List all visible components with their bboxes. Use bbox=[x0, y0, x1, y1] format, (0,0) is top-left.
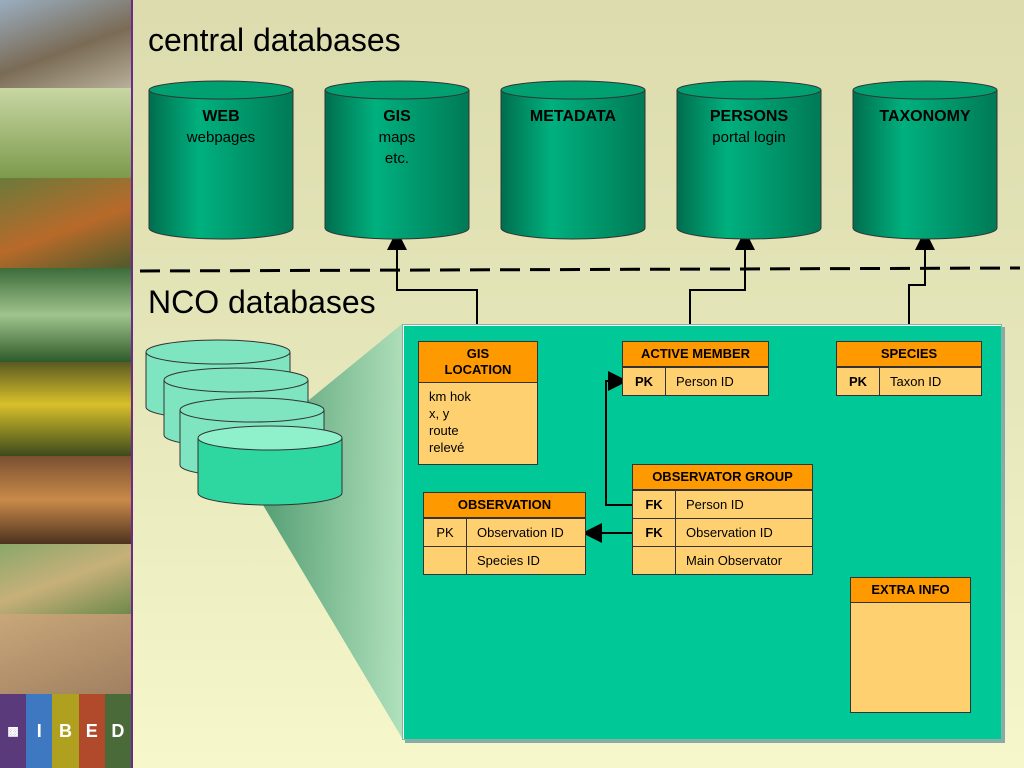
observation-table: OBSERVATION PK Observation ID Species ID bbox=[423, 492, 586, 575]
field-cell: Person ID bbox=[676, 374, 734, 389]
logo-letter-b: B bbox=[52, 694, 79, 768]
key-cell bbox=[424, 547, 467, 574]
taxonomy-db-name: TAXONOMY bbox=[879, 108, 971, 125]
logo-letter-i: I bbox=[26, 694, 53, 768]
yellow-flowers-photo bbox=[0, 362, 131, 456]
logo-letter-d: D bbox=[104, 694, 132, 768]
nco-databases-title: NCO databases bbox=[148, 284, 376, 320]
table-row: PK Person ID bbox=[623, 367, 768, 395]
ibed-logo: ▩ I B E D bbox=[0, 694, 132, 768]
gis-field-route: route bbox=[429, 423, 459, 438]
dragonfly-photo bbox=[0, 88, 131, 178]
gis-location-header: GIS LOCATION bbox=[419, 342, 537, 383]
gis-field-km-hok: km hok bbox=[429, 389, 471, 404]
key-cell: PK bbox=[623, 368, 666, 395]
key-cell: PK bbox=[837, 368, 880, 395]
extra-info-table: EXTRA INFO bbox=[850, 577, 971, 713]
gis-db-line-1: maps bbox=[378, 129, 416, 146]
taxonomy-connector bbox=[908, 230, 935, 340]
beetle-photo bbox=[0, 614, 131, 694]
mushrooms-photo bbox=[0, 456, 131, 544]
observation-header: OBSERVATION bbox=[424, 493, 585, 518]
fox-photo bbox=[0, 178, 131, 268]
photo-sidebar: ▩ I B E D bbox=[0, 0, 132, 768]
key-cell bbox=[633, 547, 676, 574]
metadata-database: METADATA bbox=[500, 80, 646, 240]
observer-group-header: OBSERVATOR GROUP bbox=[633, 465, 812, 490]
active-member-table: ACTIVE MEMBER PK Person ID bbox=[622, 341, 769, 396]
extra-info-header: EXTRA INFO bbox=[851, 578, 970, 603]
frog-photo bbox=[0, 544, 131, 614]
active-member-header: ACTIVE MEMBER bbox=[623, 342, 768, 367]
table-row: PK Observation ID bbox=[424, 518, 585, 546]
species-table: SPECIES PK Taxon ID bbox=[836, 341, 982, 396]
gis-connector bbox=[387, 230, 478, 340]
web-database: WEB webpages bbox=[148, 80, 294, 240]
field-cell: Person ID bbox=[686, 497, 744, 512]
field-cell: Taxon ID bbox=[890, 374, 942, 389]
gis-field-releve: relevé bbox=[429, 440, 465, 455]
observer-group-table: OBSERVATOR GROUP FK Person ID FK Observa… bbox=[632, 464, 813, 575]
butterfly-flower-photo bbox=[0, 268, 131, 362]
table-row: FK Observation ID bbox=[633, 518, 812, 546]
persons-database: PERSONS portal login bbox=[676, 80, 822, 240]
field-cell: Species ID bbox=[477, 553, 540, 568]
gis-location-title-1: GIS bbox=[466, 346, 490, 361]
gis-field-xy: x, y bbox=[429, 406, 450, 421]
sidebar-divider bbox=[131, 0, 133, 768]
key-cell: FK bbox=[633, 491, 676, 518]
species-header: SPECIES bbox=[837, 342, 981, 367]
gis-database: GIS maps etc. bbox=[324, 80, 470, 240]
metadata-db-name: METADATA bbox=[529, 108, 617, 125]
table-row: Main Observator bbox=[633, 546, 812, 574]
gis-location-title-2: LOCATION bbox=[444, 362, 512, 377]
gis-db-line-2: etc. bbox=[384, 150, 410, 167]
persons-db-line-1: portal login bbox=[712, 129, 786, 146]
key-cell: FK bbox=[633, 519, 676, 546]
field-cell: Main Observator bbox=[686, 553, 783, 568]
gis-db-name: GIS bbox=[383, 108, 411, 125]
field-cell: Observation ID bbox=[477, 525, 564, 540]
table-row: PK Taxon ID bbox=[837, 367, 981, 395]
separator-dashed-line bbox=[139, 266, 1021, 273]
gis-location-table: GIS LOCATION km hok x, y route relevé bbox=[418, 341, 538, 465]
table-row: FK Person ID bbox=[633, 490, 812, 518]
nco-database-stack bbox=[145, 339, 343, 506]
table-row: Species ID bbox=[424, 546, 585, 574]
observer-to-member-arrow bbox=[605, 371, 632, 506]
central-databases-title: central databases bbox=[148, 22, 401, 58]
logo-letter-e: E bbox=[78, 694, 105, 768]
persons-connector bbox=[689, 230, 755, 340]
web-db-name: WEB bbox=[202, 108, 240, 125]
field-cell: Observation ID bbox=[686, 525, 773, 540]
university-seal-icon: ▩ bbox=[0, 694, 27, 768]
taxonomy-database: TAXONOMY bbox=[852, 80, 998, 240]
bird-photo bbox=[0, 0, 131, 88]
web-db-line-1: webpages bbox=[186, 129, 256, 146]
key-cell: PK bbox=[424, 519, 467, 546]
persons-db-name: PERSONS bbox=[709, 108, 789, 125]
